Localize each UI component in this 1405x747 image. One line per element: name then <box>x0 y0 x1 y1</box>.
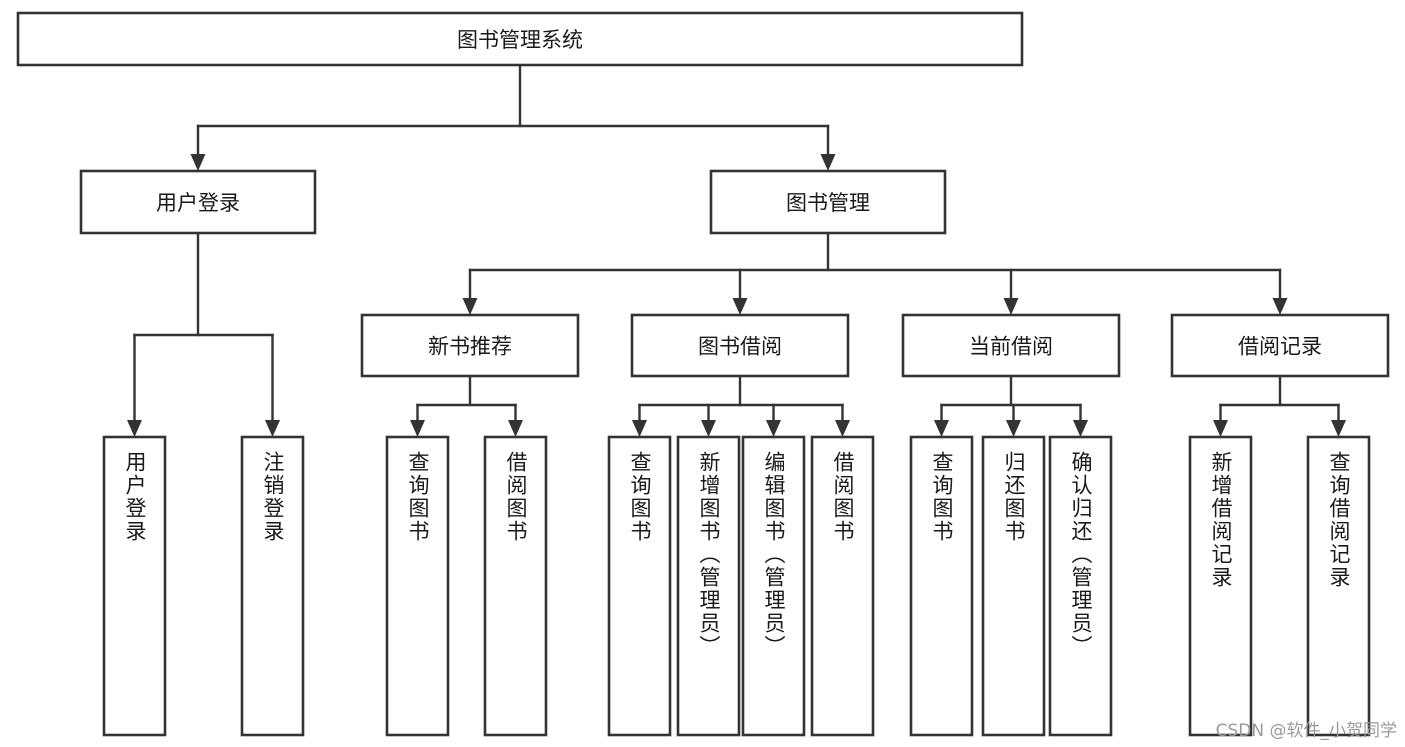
node-box-leaf-query-book-2[interactable] <box>607 435 672 737</box>
node-box-leaf-edit-book[interactable] <box>741 435 806 737</box>
node-box-user-login[interactable] <box>79 169 317 235</box>
arrowhead-to-leaf-add-record <box>1213 420 1228 437</box>
node-box-leaf-borrow-book-1[interactable] <box>483 435 548 737</box>
node-box-leaf-confirm-return[interactable] <box>1048 435 1113 737</box>
node-box-current-borrow[interactable] <box>901 313 1121 378</box>
arrowhead-to-current-borrow <box>1003 298 1019 315</box>
node-box-leaf-return-book[interactable] <box>981 435 1046 737</box>
node-box-root[interactable] <box>16 11 1024 67</box>
arrowhead-to-leaf-borrow-book-2 <box>835 420 850 437</box>
node-label-user-login: 用户登录 <box>156 191 240 215</box>
node-label-borrow-record: 借阅记录 <box>1238 335 1322 359</box>
arrowhead-to-leaf-query-book-2 <box>632 420 647 437</box>
arrowhead-to-leaf-add-book <box>701 420 716 437</box>
node-label-book-manage: 图书管理 <box>786 191 870 215</box>
arrowhead-to-book-borrow <box>732 298 748 315</box>
node-box-book-borrow[interactable] <box>630 313 850 378</box>
node-label-book-borrow: 图书借阅 <box>698 335 782 359</box>
node-box-leaf-borrow-book-2[interactable] <box>810 435 875 737</box>
node-box-leaf-query-record[interactable] <box>1306 435 1371 737</box>
arrowhead-to-borrow-record <box>1272 298 1288 315</box>
node-label-new-book-rec: 新书推荐 <box>428 335 512 359</box>
arrowhead-to-leaf-query-record <box>1331 420 1346 437</box>
node-label-current-borrow: 当前借阅 <box>969 335 1053 359</box>
node-box-borrow-record[interactable] <box>1170 313 1390 378</box>
watermark-text: CSDN @软件_小贺同学 <box>1215 721 1397 741</box>
node-box-leaf-query-book-3[interactable] <box>909 435 974 737</box>
node-box-leaf-user-login[interactable] <box>102 435 167 737</box>
arrowhead-to-new-book-rec <box>462 298 478 315</box>
arrowhead-to-leaf-edit-book <box>766 420 781 437</box>
arrowhead-to-leaf-user-login <box>127 420 142 437</box>
arrowhead-to-book-manage <box>820 154 836 171</box>
node-box-leaf-add-book[interactable] <box>676 435 741 737</box>
arrowhead-to-leaf-query-book-3 <box>934 420 949 437</box>
node-box-leaf-query-book-1[interactable] <box>385 435 450 737</box>
arrowhead-to-leaf-query-book-1 <box>410 420 425 437</box>
arrowhead-to-leaf-logout <box>265 420 280 437</box>
arrowhead-to-user-login <box>190 154 206 171</box>
node-box-book-manage[interactable] <box>709 169 947 235</box>
node-box-new-book-rec[interactable] <box>360 313 580 378</box>
arrowhead-to-leaf-return-book <box>1006 420 1021 437</box>
connectors-layer <box>127 63 1346 437</box>
node-box-leaf-add-record[interactable] <box>1188 435 1253 737</box>
node-box-leaf-logout[interactable] <box>240 435 305 737</box>
node-label-root: 图书管理系统 <box>457 28 583 52</box>
boxes-layer <box>16 11 1390 737</box>
arrowhead-to-leaf-confirm-return <box>1073 420 1088 437</box>
arrowhead-to-leaf-borrow-book-1 <box>508 420 523 437</box>
